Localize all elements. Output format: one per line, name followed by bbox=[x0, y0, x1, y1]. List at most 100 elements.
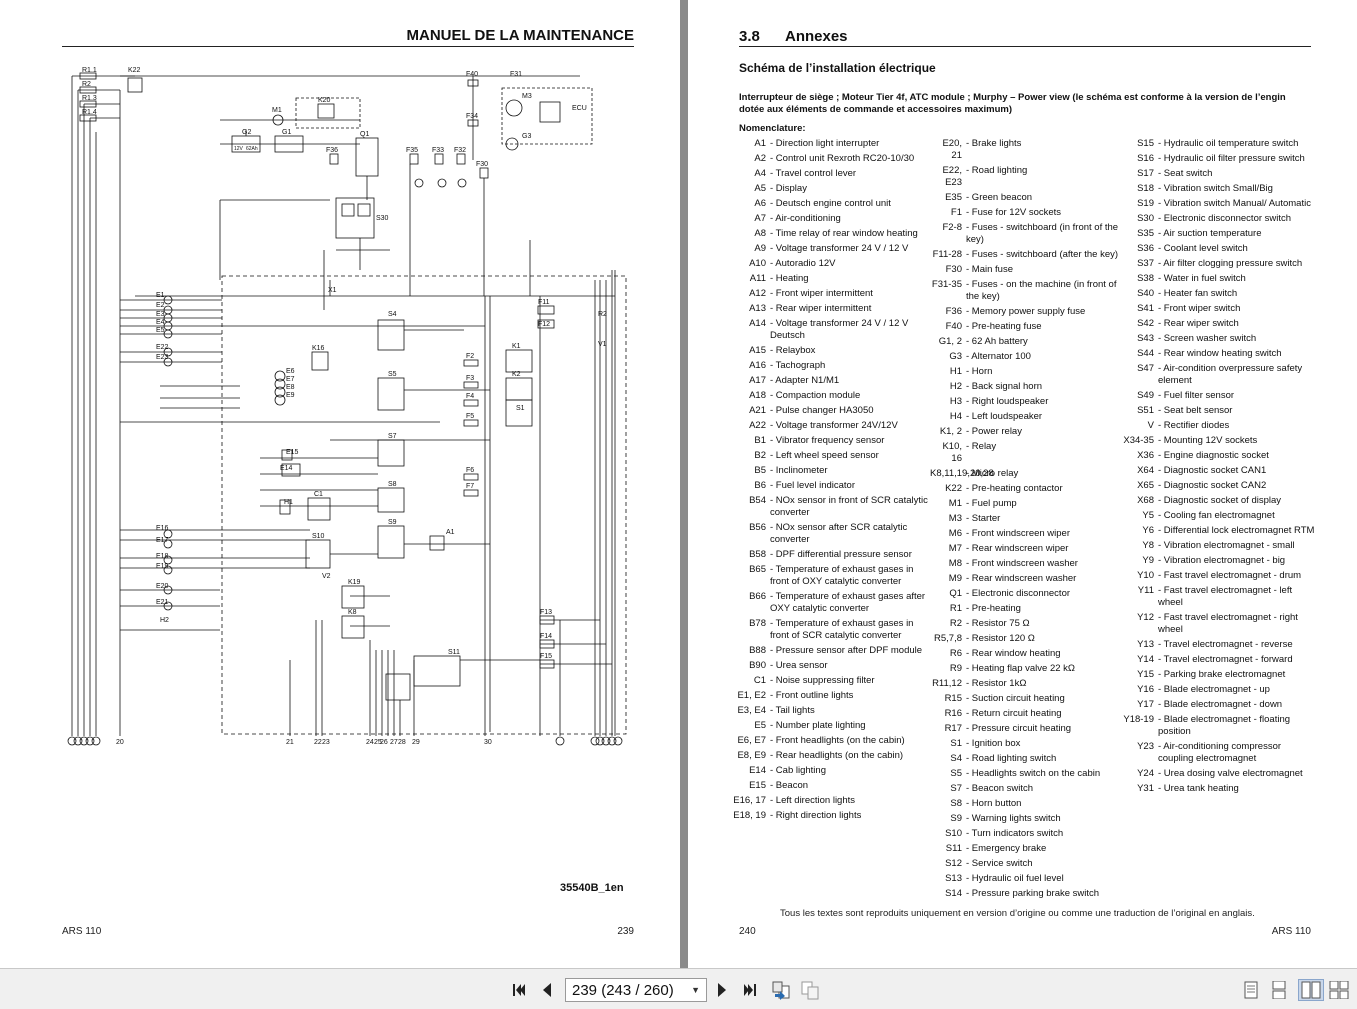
previous-page-icon[interactable] bbox=[536, 979, 558, 1001]
f3-label: F3 bbox=[466, 375, 474, 382]
nomenclature-code: S14 bbox=[945, 888, 962, 899]
nomenclature-row: M9- Rear windscreen washer bbox=[930, 573, 1126, 585]
go-back-icon[interactable] bbox=[770, 979, 792, 1001]
f13-label: F13 bbox=[540, 609, 552, 616]
continuous-view-icon[interactable] bbox=[1268, 979, 1290, 1001]
nomenclature-description: - Mounting 12V sockets bbox=[1158, 435, 1258, 446]
nomenclature-description: - Back signal horn bbox=[966, 381, 1043, 392]
nomenclature-row: R6- Rear window heating bbox=[930, 648, 1126, 660]
first-page-icon[interactable] bbox=[508, 979, 530, 1001]
single-page-view-icon[interactable] bbox=[1240, 979, 1262, 1001]
nomenclature-code: E15 bbox=[749, 780, 766, 791]
terminal-28-label: 28 bbox=[398, 739, 406, 746]
nomenclature-row: B1- Vibrator frequency sensor bbox=[732, 435, 928, 447]
nomenclature-description: - Electronic disconnector bbox=[966, 588, 1071, 599]
nomenclature-code: H3 bbox=[949, 396, 962, 407]
nomenclature-description: - Blade electromagnet - up bbox=[1158, 684, 1270, 695]
nomenclature-description: - Display bbox=[770, 183, 807, 194]
h1-label: H1 bbox=[284, 499, 293, 506]
nomenclature-row: A7- Air-conditioning bbox=[732, 213, 928, 225]
nomenclature-code: A18 bbox=[749, 390, 766, 401]
nomenclature-code: E5 bbox=[754, 720, 766, 731]
nomenclature-code: S51 bbox=[1137, 405, 1154, 416]
nomenclature-description: - Right loudspeaker bbox=[966, 396, 1049, 407]
nomenclature-description: - Fuses - switchboard (in front of the k… bbox=[966, 222, 1119, 245]
nomenclature-description: - Seat switch bbox=[1158, 168, 1213, 179]
e8-label: E8 bbox=[286, 384, 295, 391]
nomenclature-description: - Horn button bbox=[966, 798, 1022, 809]
nomenclature-code: S36 bbox=[1137, 243, 1154, 254]
nomenclature-description: - Relay bbox=[966, 441, 997, 452]
nomenclature-row: F11-28 - Fuses - switchboard (after the k… bbox=[930, 249, 1126, 261]
nomenclature-description: - Pressure sensor after DPF module bbox=[770, 645, 923, 656]
k8-label: K8 bbox=[348, 609, 357, 616]
nomenclature-row: S44- Rear window heating switch bbox=[1120, 348, 1316, 360]
nomenclature-code: A8 bbox=[754, 228, 766, 239]
nomenclature-description: - Beacon bbox=[770, 780, 809, 791]
nomenclature-description: - Left loudspeaker bbox=[966, 411, 1043, 422]
nomenclature-row: M1- Fuel pump bbox=[930, 498, 1126, 510]
nomenclature-row: Y31- Urea tank heating bbox=[1120, 783, 1316, 795]
nomenclature-code: Y9 bbox=[1142, 555, 1154, 566]
nomenclature-code: E3, E4 bbox=[737, 705, 766, 716]
two-page-view-icon[interactable] bbox=[1298, 979, 1324, 1001]
page-number-select[interactable]: 239 (243 / 260) ▼ bbox=[565, 978, 707, 1002]
terminal-23-label: 23 bbox=[322, 739, 330, 746]
go-forward-icon[interactable] bbox=[799, 979, 821, 1001]
nomenclature-description: - Direction light interrupter bbox=[770, 138, 880, 149]
nomenclature-description: - Air suction temperature bbox=[1158, 228, 1262, 239]
nomenclature-description: - Fast travel electromagnet - right whee… bbox=[1158, 612, 1298, 635]
k19-label: K19 bbox=[348, 579, 361, 586]
nomenclature-code: S5 bbox=[950, 768, 962, 779]
nomenclature-row: A1- Direction light interrupter bbox=[732, 138, 928, 150]
nomenclature-code: B65 bbox=[749, 564, 766, 575]
nomenclature-row: A4- Travel control lever bbox=[732, 168, 928, 180]
nomenclature-code: F36 bbox=[945, 306, 962, 317]
nomenclature-description: - Headlights switch on the cabin bbox=[966, 768, 1101, 779]
next-page-icon[interactable] bbox=[711, 979, 733, 1001]
two-page-continuous-view-icon[interactable] bbox=[1328, 979, 1350, 1001]
nomenclature-row: G3- Alternator 100 bbox=[930, 351, 1126, 363]
nomenclature-row: F40- Pre-heating fuse bbox=[930, 321, 1126, 333]
nomenclature-description: - Vibration electromagnet - small bbox=[1158, 540, 1295, 551]
nomenclature-code: R9 bbox=[949, 663, 962, 674]
nomenclature-code: E35 bbox=[945, 192, 962, 203]
s11-label: S11 bbox=[448, 649, 460, 656]
nomenclature-description: - Rectifier diodes bbox=[1158, 420, 1230, 431]
nomenclature-code: B90 bbox=[749, 660, 766, 671]
nomenclature-code: K22 bbox=[945, 483, 962, 494]
nomenclature-row: F2-8- Fuses - switchboard (in front of t… bbox=[930, 222, 1126, 246]
last-page-icon[interactable] bbox=[739, 979, 761, 1001]
nomenclature-code: S35 bbox=[1137, 228, 1154, 239]
nomenclature-description: - Seat belt sensor bbox=[1158, 405, 1233, 416]
nomenclature-description: - Pulse changer HA3050 bbox=[770, 405, 874, 416]
e16-label: E16 bbox=[156, 525, 169, 532]
nomenclature-code: X64 bbox=[1137, 465, 1154, 476]
nomenclature-row: R2- Resistor 75 Ω bbox=[930, 618, 1126, 630]
f35-label: F35 bbox=[406, 147, 418, 154]
nomenclature-row: A9- Voltage transformer 24 V / 12 V bbox=[732, 243, 928, 255]
nomenclature-code: R6 bbox=[949, 648, 962, 659]
terminal-26-label: 26 bbox=[380, 739, 388, 746]
nomenclature-code: A12 bbox=[749, 288, 766, 299]
terminal-20-label: 20 bbox=[116, 739, 124, 746]
nomenclature-description: - Beacon switch bbox=[966, 783, 1034, 794]
nomenclature-code: A6 bbox=[754, 198, 766, 209]
nomenclature-code: F11-28 bbox=[932, 249, 962, 260]
nomenclature-code: C1 bbox=[753, 675, 766, 686]
ecu-label-1: ECU bbox=[572, 105, 587, 112]
nomenclature-description: - Vibration switch Manual/ Automatic bbox=[1158, 198, 1311, 209]
nomenclature-description: - Fuses - switchboard (after the key) bbox=[966, 249, 1119, 260]
nomenclature-row: S4- Road lighting switch bbox=[930, 753, 1126, 765]
nomenclature-code: F31-35 bbox=[931, 279, 962, 290]
nomenclature-row: Y9- Vibration electromagnet - big bbox=[1120, 555, 1316, 567]
nomenclature-description: - Left direction lights bbox=[770, 795, 856, 806]
nomenclature-code: X34-35 bbox=[1123, 435, 1154, 446]
nomenclature-code: S13 bbox=[945, 873, 962, 884]
nomenclature-code: R16 bbox=[944, 708, 962, 719]
nomenclature-description: - Pre-heating contactor bbox=[966, 483, 1063, 494]
nomenclature-description: - Rear windscreen wiper bbox=[966, 543, 1069, 554]
nomenclature-description: - Deutsch engine control unit bbox=[770, 198, 891, 209]
